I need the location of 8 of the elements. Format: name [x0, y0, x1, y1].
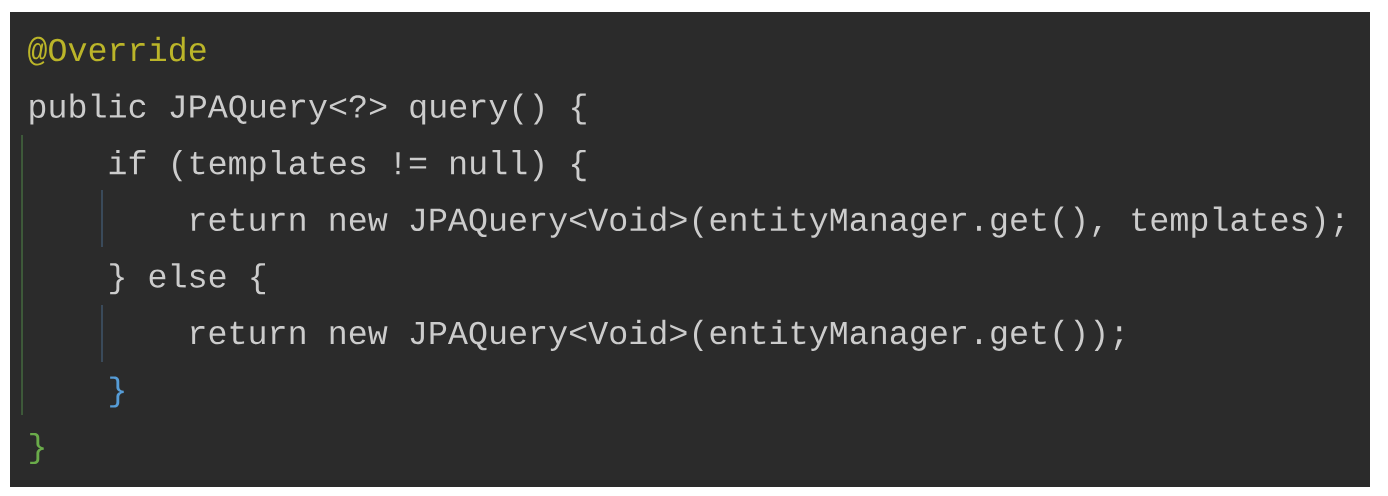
code-line: return new JPAQuery<Void>(entityManager.get(), templates); — [191, 206, 1343, 238]
code-line: } — [30, 433, 44, 465]
code-line: if (templates != null) { — [109, 150, 586, 182]
code-line: @Override — [28, 36, 206, 66]
code-line: public JPAQuery<?> query() { — [30, 93, 586, 125]
code-line: return new JPAQuery<Void>(entityManager.get()); — [191, 319, 1123, 351]
code-line: } — [110, 376, 124, 408]
code-line: } else { — [110, 263, 265, 295]
